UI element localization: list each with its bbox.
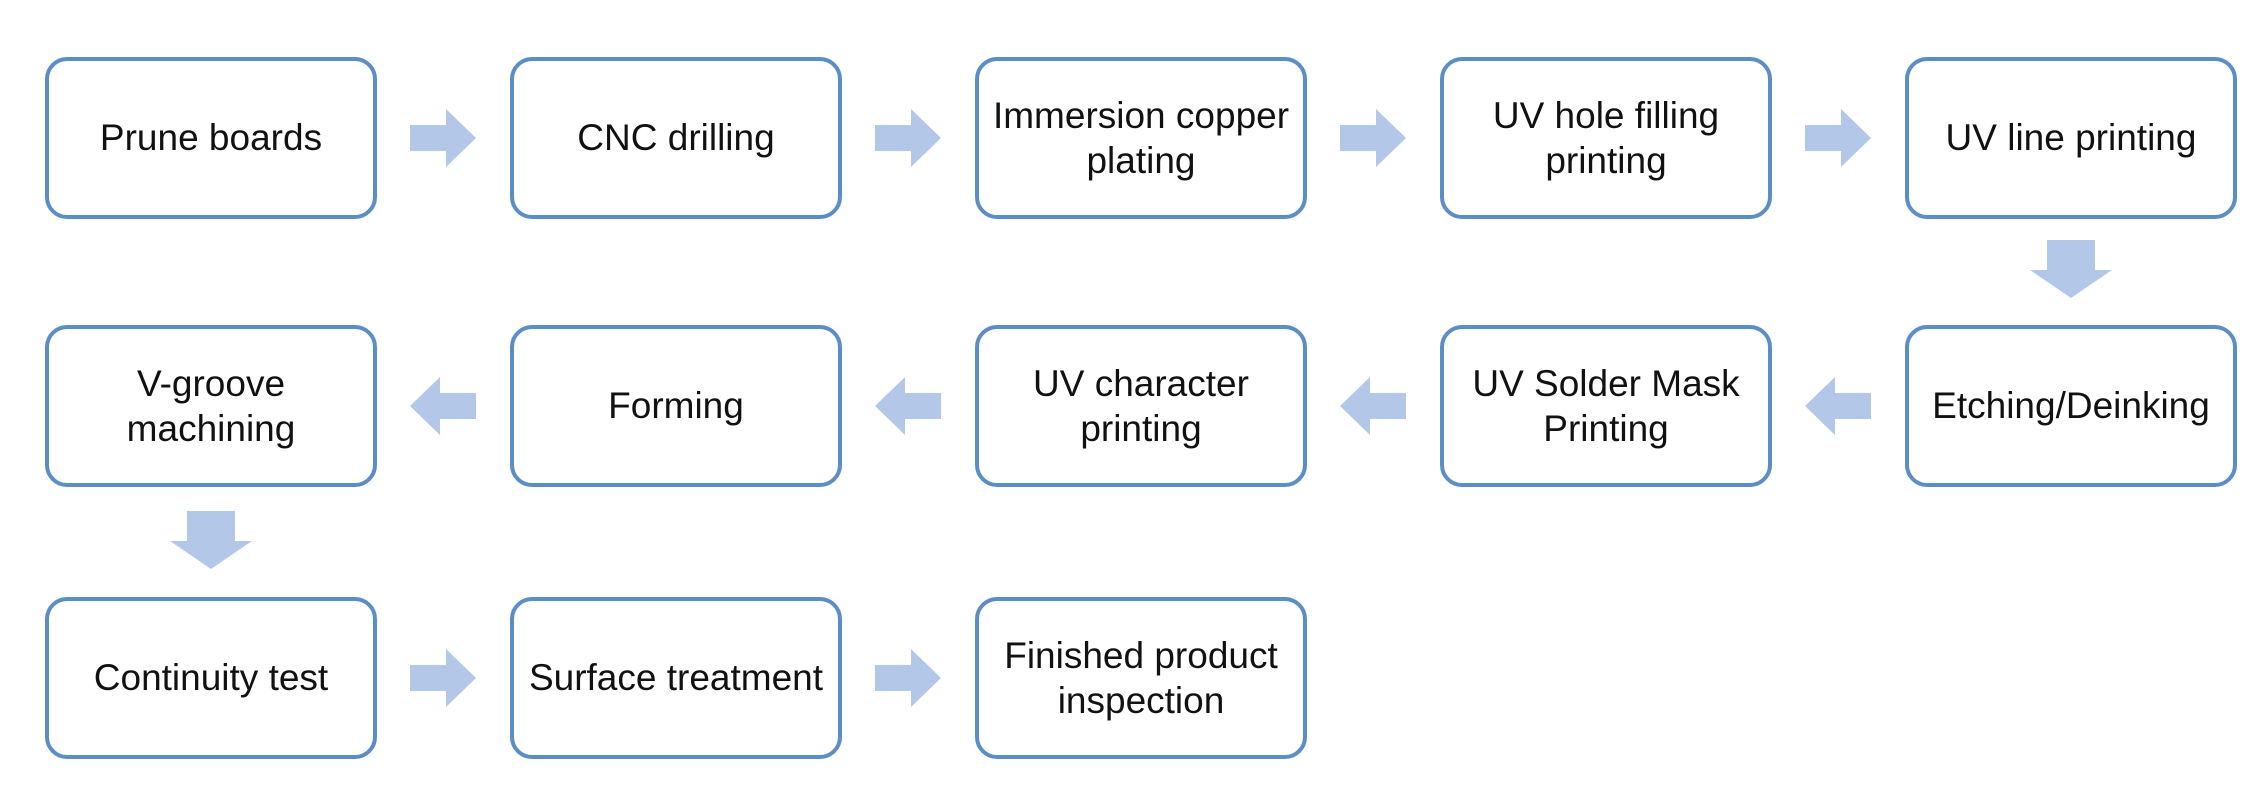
arrow-left-icon	[410, 377, 476, 435]
flow-step-prune-boards: Prune boards	[45, 57, 377, 219]
flow-step-surface-treatment: Surface treatment	[510, 597, 842, 759]
flow-step-forming: Forming	[510, 325, 842, 487]
arrow-down-icon	[2030, 240, 2112, 298]
arrow-right-icon	[1340, 109, 1406, 167]
arrow-left-icon	[1340, 377, 1406, 435]
arrow-right-icon	[410, 649, 476, 707]
flow-step-cnc-drilling: CNC drilling	[510, 57, 842, 219]
arrow-left-icon	[875, 377, 941, 435]
flow-step-uv-line-printing: UV line printing	[1905, 57, 2237, 219]
flow-step-uv-hole-filling-printing: UV hole filling printing	[1440, 57, 1772, 219]
arrow-down-icon	[170, 511, 252, 569]
flow-step-uv-character-printing: UV character printing	[975, 325, 1307, 487]
flow-step-finished-product-inspection: Finished product inspection	[975, 597, 1307, 759]
arrow-right-icon	[410, 109, 476, 167]
arrow-left-icon	[1805, 377, 1871, 435]
flow-step-etching-deinking: Etching/Deinking	[1905, 325, 2237, 487]
flow-step-uv-solder-mask-printing: UV Solder Mask Printing	[1440, 325, 1772, 487]
flow-step-continuity-test: Continuity test	[45, 597, 377, 759]
arrow-right-icon	[875, 109, 941, 167]
flow-step-immersion-copper-plating: Immersion copper plating	[975, 57, 1307, 219]
arrow-right-icon	[875, 649, 941, 707]
arrow-right-icon	[1805, 109, 1871, 167]
flow-step-v-groove-machining: V-groove machining	[45, 325, 377, 487]
